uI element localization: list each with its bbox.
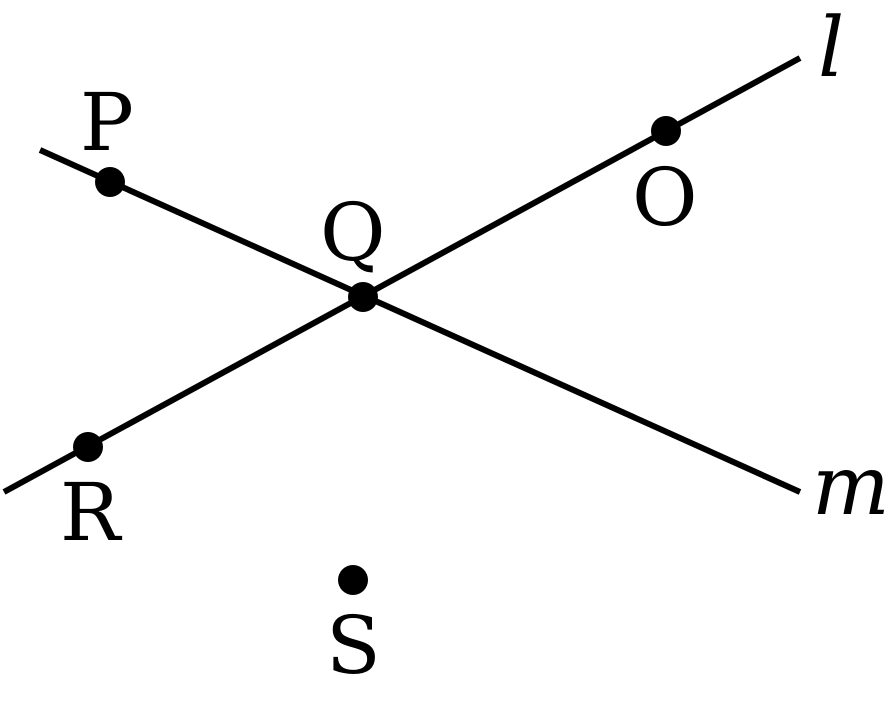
- point-r: [73, 432, 103, 462]
- point-s-label: S: [326, 599, 381, 692]
- line-m-label: m: [812, 439, 890, 534]
- point-q-label: Q: [320, 186, 386, 279]
- point-r-label: R: [60, 466, 123, 559]
- point-p: [95, 167, 125, 197]
- point-s: [338, 565, 368, 595]
- point-q: [348, 282, 378, 312]
- point-o-label: O: [632, 151, 698, 244]
- point-o: [651, 116, 681, 146]
- line-m: [38, 147, 802, 495]
- line-l-label: l: [818, 1, 844, 96]
- point-p-label: P: [80, 76, 134, 169]
